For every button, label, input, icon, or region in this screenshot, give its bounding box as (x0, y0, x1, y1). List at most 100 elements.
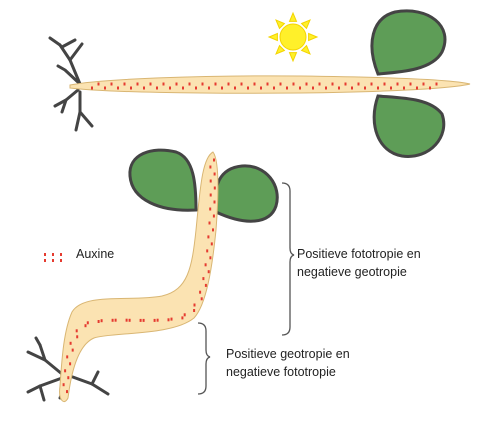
sun-ray (288, 11, 298, 22)
auxin-dot (305, 82, 308, 86)
auxin-dot (117, 86, 119, 90)
auxin-dot (62, 383, 65, 387)
auxin-dot (279, 82, 282, 86)
leaf-top-upper (370, 9, 447, 76)
auxin-dot (286, 86, 288, 90)
auxin-dot (195, 86, 197, 90)
auxin-dot (84, 324, 87, 328)
auxin-dots-horizontal (91, 82, 438, 90)
auxin-dot (149, 82, 152, 86)
auxin-dot (212, 214, 215, 218)
auxin-dot (204, 283, 207, 287)
auxin-dot (390, 86, 392, 90)
auxin-dot (292, 82, 295, 86)
auxin-dot (212, 228, 214, 232)
horizontal-roots (48, 36, 94, 132)
auxin-dot (357, 82, 360, 86)
auxin-dot (69, 362, 72, 366)
auxin-dot (338, 86, 340, 90)
auxin-dot (139, 318, 142, 322)
auxin-dot (213, 200, 216, 204)
sun-icon (267, 11, 319, 63)
auxin-dot (111, 318, 114, 322)
auxin-dot (351, 86, 353, 90)
auxin-dot (97, 82, 100, 86)
auxin-dot (76, 335, 79, 339)
auxin-dot (104, 86, 106, 90)
bent-seedling (26, 148, 279, 402)
legend-auxin-marker (44, 253, 62, 262)
auxin-dot (318, 82, 321, 86)
auxin-dot (227, 82, 230, 86)
auxin-dot (86, 321, 89, 325)
legend-label: Auxine (76, 247, 115, 261)
auxin-dot (234, 86, 236, 90)
auxin-dot (193, 309, 196, 312)
auxin-dot (169, 86, 171, 90)
auxin-dot (422, 82, 425, 86)
auxin-dot (170, 317, 173, 321)
auxin-dot (240, 82, 243, 86)
auxin-dot (199, 290, 202, 294)
auxin-dot (123, 82, 126, 86)
auxin-dot (207, 235, 210, 239)
auxin-dot (416, 86, 418, 90)
auxin-dot (266, 82, 269, 86)
auxin-dot (153, 318, 156, 322)
annotation-top-line1: Positieve fototropie en (297, 247, 421, 261)
auxin-dot (110, 82, 113, 86)
auxin-dot (66, 355, 69, 359)
auxin-dot (69, 341, 72, 345)
auxin-dot (210, 242, 213, 246)
auxin-dot (325, 86, 327, 90)
auxin-dot (213, 186, 216, 190)
auxin-dot (64, 369, 67, 373)
auxin-dot (193, 303, 196, 307)
annotation-top: Positieve fototropie en negatieve geotro… (297, 245, 421, 281)
auxin-dot (312, 86, 314, 90)
auxin-dot (429, 86, 431, 90)
annotation-bottom-line2: negatieve fototropie (226, 365, 336, 379)
leaf-bent-right (213, 164, 279, 223)
auxin-dot (156, 318, 159, 322)
auxin-dot (403, 86, 405, 90)
auxin-dot (202, 277, 205, 281)
auxin-dot (71, 348, 74, 352)
auxin-dot (136, 82, 139, 86)
auxin-dot (396, 82, 399, 86)
leaf-top-lower (372, 94, 446, 158)
auxin-dot (130, 86, 132, 90)
auxin-dot (67, 376, 70, 380)
auxin-dot (221, 86, 223, 90)
sun-rays (267, 11, 319, 63)
auxin-dot (128, 318, 131, 322)
auxin-dot (162, 82, 165, 86)
sun-ray (300, 44, 311, 55)
auxin-dot (143, 86, 145, 90)
auxin-dot (182, 86, 184, 90)
annotation-bottom: Positieve geotropie en negatieve fototro… (226, 345, 350, 381)
bracket-bottom (197, 322, 211, 395)
bent-stem (59, 151, 219, 402)
sun-disc (279, 23, 307, 51)
auxin-dot (344, 82, 347, 86)
auxin-dot (364, 86, 366, 90)
auxin-dot (91, 86, 93, 90)
auxin-dot (209, 207, 212, 211)
auxin-dot (156, 86, 158, 90)
auxin-dot (100, 319, 103, 323)
auxin-dot (97, 320, 100, 323)
sun-ray (288, 52, 298, 63)
auxin-dot (253, 82, 256, 86)
auxin-dot (331, 82, 334, 86)
auxin-dots-bent (62, 158, 216, 394)
auxin-dot (208, 221, 211, 225)
leaf-bent-left (128, 148, 198, 212)
auxin-dot (213, 158, 215, 162)
horizontal-seedling (48, 9, 471, 158)
auxin-dot (206, 249, 209, 253)
auxin-dot (66, 390, 68, 394)
sun-ray (308, 32, 319, 42)
auxin-dot (214, 82, 217, 86)
